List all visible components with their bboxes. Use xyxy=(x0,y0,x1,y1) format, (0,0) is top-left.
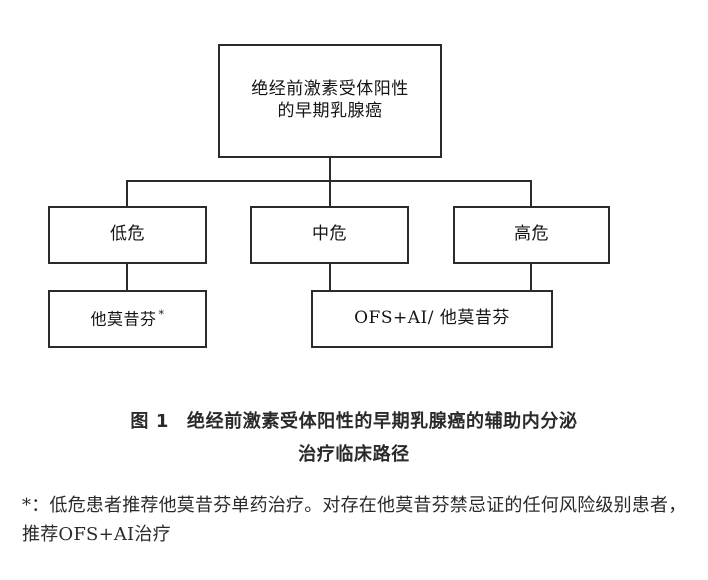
figure-footnote: *：低危患者推荐他莫昔芬单药治疗。对存在他莫昔芬禁忌证的任何风险级别患者，推荐O… xyxy=(22,495,687,545)
node-ofs-ai-or-tamoxifen: OFS+AI/ 他莫昔芬 xyxy=(311,290,553,348)
connector-medium-risk-to-ofs-ai xyxy=(329,262,331,292)
node-high-risk-label: 高危 xyxy=(514,224,549,245)
figure-caption-line-1: 图 1 绝经前激素受体阳性的早期乳腺癌的辅助内分泌 xyxy=(0,405,708,438)
connector-low-risk-to-tamoxifen xyxy=(126,262,128,292)
node-high-risk: 高危 xyxy=(453,206,610,264)
figure-caption-line-2: 治疗临床路径 xyxy=(298,444,410,466)
connector-root-to-high-risk xyxy=(530,180,532,208)
connector-root-to-low-risk xyxy=(126,180,128,208)
node-medium-risk: 中危 xyxy=(250,206,409,264)
connector-root-stem xyxy=(329,158,331,182)
footnote-marker: * xyxy=(158,308,165,322)
figure-caption: 图 1 绝经前激素受体阳性的早期乳腺癌的辅助内分泌 治疗临床路径 xyxy=(0,405,708,472)
figure-number: 图 1 xyxy=(130,411,169,432)
node-root-text: 绝经前激素受体阳性 的早期乳腺癌 xyxy=(251,79,409,123)
node-medium-risk-label: 中危 xyxy=(312,224,347,245)
node-root-line-1: 绝经前激素受体阳性 xyxy=(251,79,409,100)
node-tamoxifen-label: 他莫昔芬 xyxy=(90,309,157,329)
flowchart-canvas: 绝经前激素受体阳性 的早期乳腺癌 低危 中危 高危 他莫昔芬* OFS+AI/ … xyxy=(48,44,610,348)
connector-root-to-medium-risk xyxy=(329,180,331,208)
figure-title: 绝经前激素受体阳性的早期乳腺癌的辅助内分泌 xyxy=(186,411,578,432)
node-low-risk: 低危 xyxy=(48,206,207,264)
node-low-risk-label: 低危 xyxy=(110,224,145,245)
node-root-line-2: 的早期乳腺癌 xyxy=(277,101,383,121)
node-tamoxifen: 他莫昔芬* xyxy=(48,290,207,348)
node-ofs-ai-label: OFS+AI/ 他莫昔芬 xyxy=(354,308,510,329)
connector-high-risk-to-ofs-ai xyxy=(530,262,532,292)
node-tamoxifen-text: 他莫昔芬* xyxy=(90,308,164,330)
node-premenopausal-hr-positive-early-breast-cancer: 绝经前激素受体阳性 的早期乳腺癌 xyxy=(218,44,442,158)
